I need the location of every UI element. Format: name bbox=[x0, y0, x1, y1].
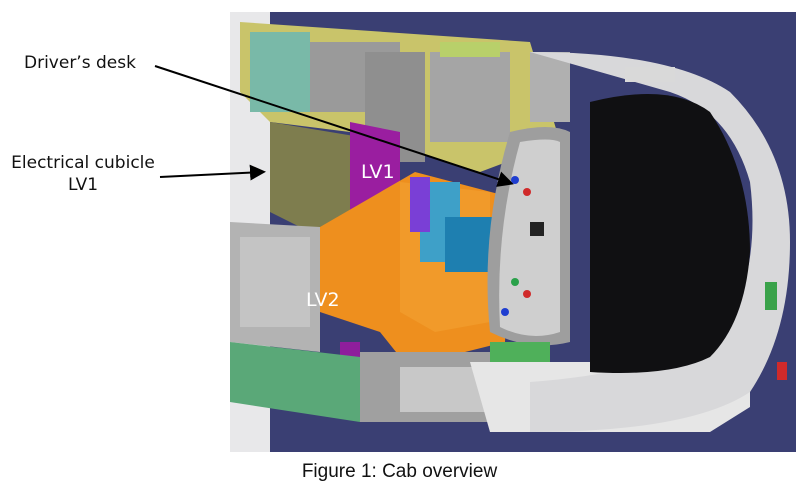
cubicle-label-line2: LV1 bbox=[67, 175, 99, 195]
electrical-cubicle-label: Electrical cubicle LV1 bbox=[8, 152, 158, 196]
figure-caption: Figure 1: Cab overview bbox=[301, 461, 498, 482]
cab-cad-rendering bbox=[230, 12, 796, 452]
zone-label-lv2: LV2 bbox=[306, 289, 340, 311]
drivers-desk-label: Driver’s desk bbox=[24, 53, 136, 73]
cubicle-label-line1: Electrical cubicle bbox=[11, 153, 155, 173]
zone-label-lv1: LV1 bbox=[361, 161, 395, 183]
